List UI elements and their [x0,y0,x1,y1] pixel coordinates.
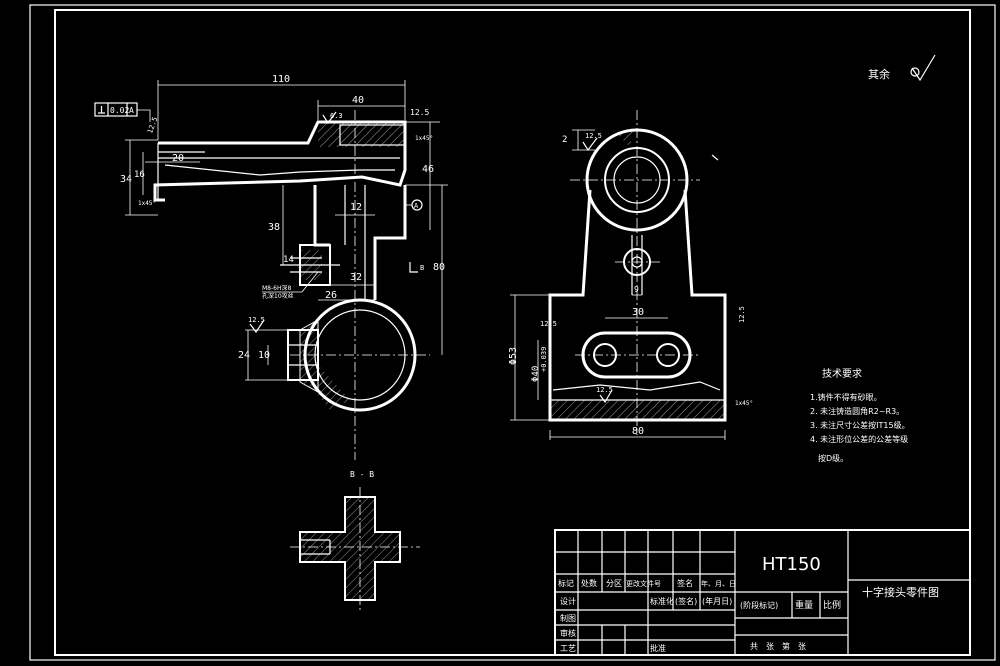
side-view: 80 30 9 Φ53 Φ40 +0.039 2 12.5 12.5 12.5 … [508,110,753,440]
section-mark: B [420,264,424,272]
tech-requirements: 技术要求 1.铸件不得有砂眼。 2. 未注铸造圆角R2~R3。 3. 未注尺寸公… [810,367,910,463]
side-dim-40: Φ40 [531,366,541,382]
dim-46: 46 [422,164,434,175]
front-view: 110 40 12.5 46 12 38 80 32 26 14 24 10 2… [94,74,448,460]
tb-approve: 批准 [650,643,666,653]
side-dim-80: 80 [632,426,644,437]
tolerance-datum: A [129,106,134,115]
dim-80: 80 [433,262,445,273]
corner-note-text: 其余 [868,67,890,81]
dim-20: 20 [172,153,184,164]
dim-38: 38 [268,222,280,233]
tech-item-1: 1.铸件不得有砂眼。 [810,392,882,402]
dim-10: 10 [258,350,270,361]
title-block: HT150 十字接头零件图 标记 处数 分区 更改文件号 签名 年、月、日 设计… [554,529,971,656]
outer-border [29,4,996,661]
tb-review: 审核 [560,628,576,638]
tb-process: 工艺 [560,644,576,653]
tb-sheet: 共 张 第 张 [750,641,806,651]
tb-header-4: 签名 [677,578,693,588]
dim-14: 14 [283,255,294,265]
tech-item-3: 3. 未注尺寸公差按IT15级。 [810,420,910,430]
rough-front-2: 6.3 [330,112,343,120]
side-dim-9: 9 [634,285,639,294]
tb-design: 设计 [560,596,576,606]
dim-40: 40 [352,95,364,106]
dim-16: 16 [134,170,145,180]
tolerance-value: 0.02 [110,106,129,115]
side-rough-2: 12.5 [738,306,746,323]
thread-note-2: 孔深10攻丝 [262,292,294,300]
dim-110: 110 [272,74,290,85]
rough-front-3: 12.5 [248,316,265,324]
tb-header-3: 更改文件号 [626,579,661,588]
datum-a: A [414,202,419,210]
tb-standardize: 标准化 [650,596,674,606]
dim-26: 26 [325,290,337,301]
material: HT150 [762,554,821,575]
tech-item-2: 2. 未注铸造圆角R2~R3。 [810,406,904,416]
dim-24: 24 [238,350,250,361]
part-name: 十字接头零件图 [862,585,939,599]
side-rough-3: 12.5 [540,320,557,328]
side-dim-53: Φ53 [508,347,519,365]
tb-weight: 重量 [795,599,813,611]
tb-scale: 比例 [823,599,841,611]
tb-header-0: 标记 [558,578,574,588]
chamfer-front-1: 1x45° [138,200,156,207]
dim-12-5-top: 12.5 [410,108,429,117]
tb-header-5: 年、月、日 [701,579,736,588]
section-bb: B - B [290,470,420,610]
dim-12: 12 [350,202,362,213]
thread-note-1: M8-6H深8 [262,284,291,292]
side-rough-1: 12.5 [585,132,602,140]
section-label: B - B [350,470,374,479]
side-rough-4: 12.5 [596,386,613,394]
side-dim-40-tol: +0.039 [540,347,548,372]
tech-title: 技术要求 [822,367,862,380]
corner-roughness-note: 其余 [868,54,936,82]
tb-header-2: 分区 [606,579,622,588]
side-chamfer: 1x45° [735,400,753,407]
dim-34: 34 [120,174,132,185]
tb-drawing: 制图 [560,613,576,623]
tech-item-4: 4. 未注形位公差的公差等级 [810,434,908,444]
tb-sign: (签名) [675,596,697,606]
side-dim-2: 2 [562,135,567,145]
tb-stage: (阶段标记) [740,600,778,610]
chamfer-front-2: 1x45° [415,135,433,142]
inner-border [54,9,971,656]
tech-item-5: 按D级。 [818,453,848,463]
tb-date: (年月日) [702,596,732,606]
tb-header-1: 处数 [581,578,597,588]
side-dim-30: 30 [632,307,644,318]
dim-32: 32 [350,272,362,283]
rough-front-1: 12.5 [146,116,159,135]
